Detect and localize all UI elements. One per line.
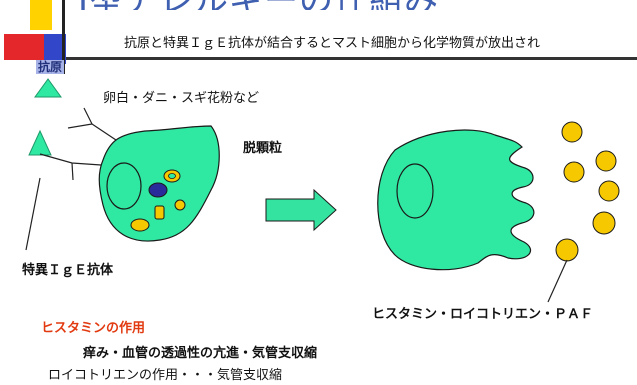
ige-antibody-upper: [83, 107, 123, 145]
leukotriene-effect: ロイコトリエンの作用・・・気管支収縮: [48, 368, 283, 383]
granule-small: [174, 199, 186, 211]
subtitle: 抗原と特異ＩｇＥ抗体が結合するとマスト細胞から化学物質が放出され: [124, 36, 541, 51]
antigen-label: 抗原: [36, 60, 65, 74]
histamine-heading: ヒスタミンの作用: [41, 321, 146, 336]
degranulation-label: 脱顆粒: [243, 141, 283, 156]
released-granule-1: [561, 121, 583, 143]
granule-blue: [148, 182, 168, 198]
title-underline: [66, 57, 637, 60]
released-granule-2: [595, 150, 617, 172]
title-vertical-line: [62, 0, 65, 74]
ige-antibody-upper-arm: [67, 123, 93, 129]
ige-antibody-lower-arm: [71, 162, 74, 181]
histamine-effects: 痒み・血管の透過性の亢進・気管支収縮: [83, 346, 318, 361]
ige-label: 特異ＩｇＥ抗体: [22, 263, 114, 278]
antigen-triangle-left: [28, 129, 52, 156]
page-title: I型アレルギーの仕組み: [78, 0, 439, 10]
granule-rect: [154, 205, 165, 220]
ige-label-pointer: [25, 177, 41, 251]
title-clip: I型アレルギーの仕組み: [0, 0, 637, 10]
released-granule-6: [555, 238, 579, 262]
released-granule-3: [563, 161, 585, 183]
granule-oval: [130, 218, 150, 232]
mast-cell-right-nucleus: [396, 163, 434, 219]
released-granule-5: [592, 211, 616, 235]
mast-cell-right: [377, 129, 535, 271]
ige-antibody-lower: [39, 153, 102, 166]
logo-block-blue: [44, 34, 66, 64]
process-arrow: [265, 188, 337, 232]
mediators-label: ヒスタミン・ロイコトリエン・ＰＡＦ: [372, 307, 594, 322]
logo-block-yellow: [30, 0, 52, 30]
mast-cell-left-nucleus: [106, 162, 142, 210]
antigen-triangle-top: [34, 78, 62, 98]
granule-ring-inner: [168, 173, 176, 179]
released-granule-4: [598, 180, 620, 202]
mediator-pointer: [547, 259, 568, 303]
logo-block-red: [4, 34, 44, 60]
antigen-examples: 卵白・ダニ・スギ花粉など: [103, 91, 260, 106]
